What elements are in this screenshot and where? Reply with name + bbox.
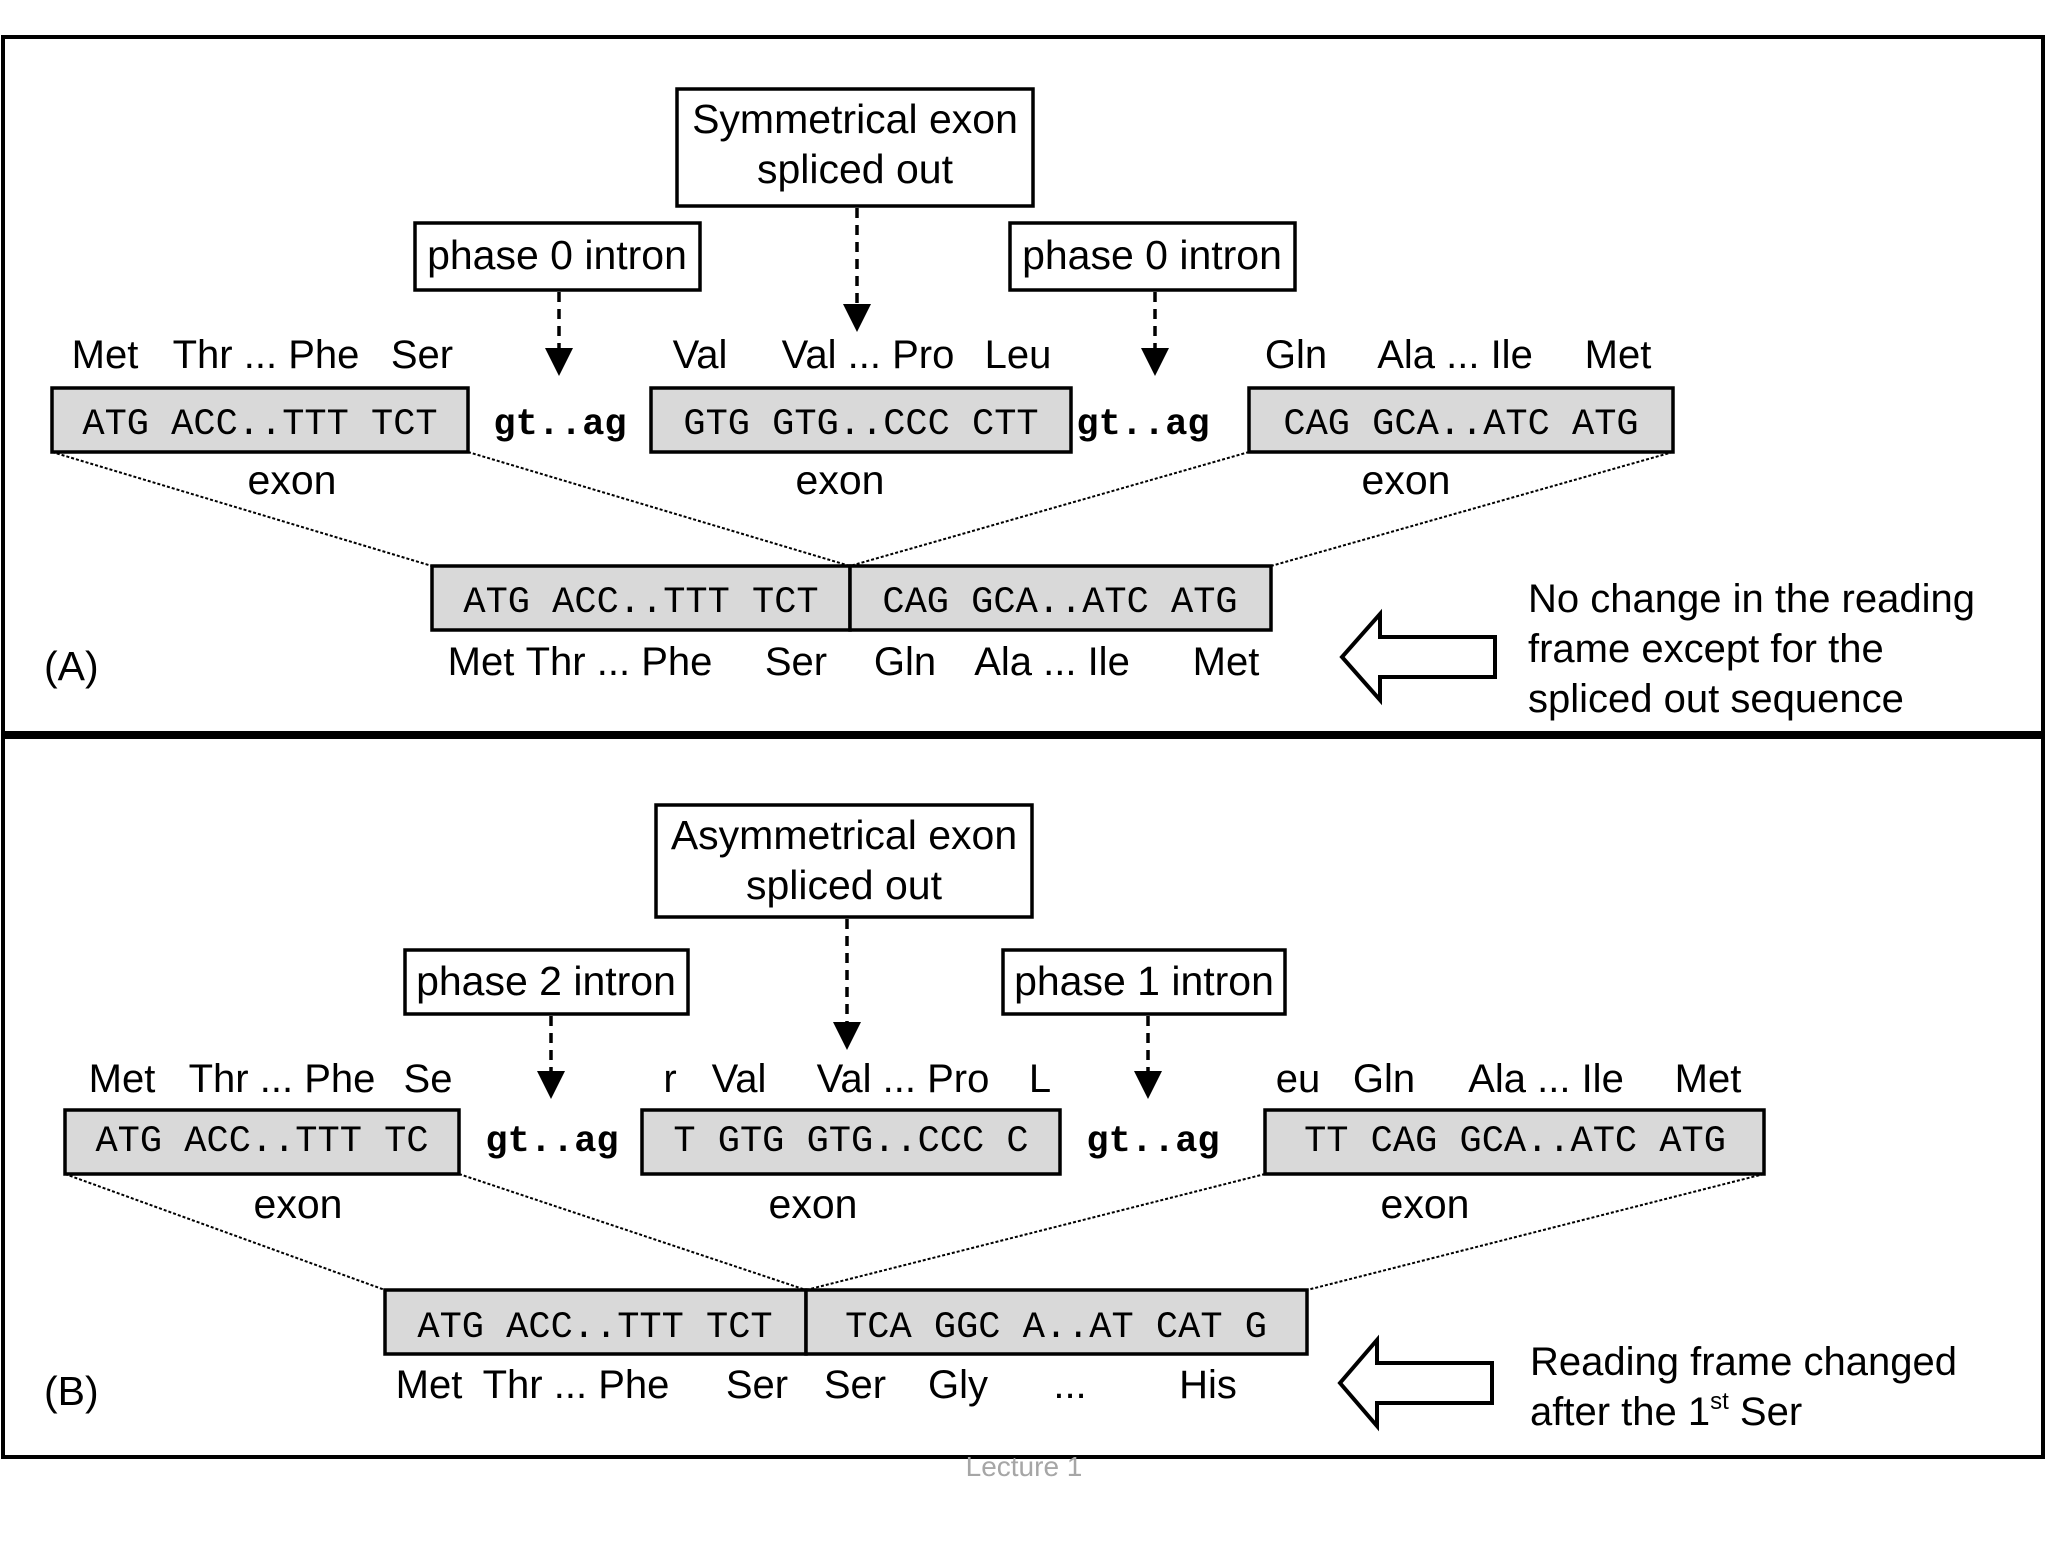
panel-a-intron-seq-1: gt..ag <box>493 404 626 446</box>
panel-a-result-seq-1: ATG ACC..TTT TCT <box>463 582 818 624</box>
panel-b-exon3-box <box>1263 1108 1766 1176</box>
panel-b-exon3-aa-4: Met <box>1675 1057 1742 1101</box>
panel-b-note-line1: Reading frame changed <box>1530 1340 1957 1384</box>
panel-b-exon1-aa-1: Met <box>89 1057 156 1101</box>
panel-a-exon3-aa-2: Ala ... Ile <box>1377 333 1533 377</box>
panel-b-result-aa-7: His <box>1179 1363 1237 1407</box>
panel-b-intron-left-box <box>403 948 690 1016</box>
panel-a-note-line1: No change in the reading <box>1528 577 1975 621</box>
footer-label: Lecture 1 <box>966 1451 1083 1482</box>
panel-b-exon3-aa-1: eu <box>1276 1057 1321 1101</box>
panel-b-exon2-box <box>640 1108 1062 1176</box>
panel-a-intron-left-box <box>413 221 702 292</box>
panel-b-splice-box-line2: spliced out <box>746 862 943 908</box>
panel-b-intron-right-label: phase 1 intron <box>1014 958 1274 1004</box>
panel-b-exon3-seq: TT CAG GCA..ATC ATG <box>1304 1121 1726 1163</box>
panel-a-exon1-aa-2: Thr ... Phe <box>173 333 360 377</box>
panel-b-splice-box <box>654 803 1034 919</box>
panel-a-result-seq-2: CAG GCA..ATC ATG <box>882 582 1237 624</box>
panel-a-label: (A) <box>44 643 99 689</box>
panel-b-result-aa-2: Thr ... Phe <box>483 1363 670 1407</box>
panel-a-exon2-aa-1: Val <box>673 333 728 377</box>
panel-b-result-seq-2: TCA GGC A..AT CAT G <box>845 1307 1267 1349</box>
panel-a-intron-right-box <box>1008 221 1297 292</box>
panel-b-result-box-2 <box>804 1288 1309 1356</box>
panel-a-exon3-seq: CAG GCA..ATC ATG <box>1283 404 1638 446</box>
panel-b-note-sup: st <box>1710 1388 1729 1415</box>
panel-b-exon2-aa-1: r <box>663 1057 676 1101</box>
panel-b-result-aa-4: Ser <box>824 1363 886 1407</box>
panel-a-result-aa-5: Ala ... Ile <box>974 640 1130 684</box>
panel-b-exon2-seq: T GTG GTG..CCC C <box>673 1121 1028 1163</box>
panel-b-exon1-label: exon <box>254 1181 343 1227</box>
panel-b-result-seq-1: ATG ACC..TTT TCT <box>417 1307 772 1349</box>
panel-b-note-line2-post: Ser <box>1729 1390 1802 1434</box>
panel-a-exon2-seq: GTG GTG..CCC CTT <box>683 404 1038 446</box>
panel-a-splice-box-line2: spliced out <box>757 146 954 192</box>
panel-a-splice-box <box>675 87 1035 208</box>
panel-b-intron-seq-2: gt..ag <box>1086 1121 1219 1163</box>
panel-a-result-box-2 <box>848 564 1273 632</box>
panel-a-note-line3: spliced out sequence <box>1528 677 1904 721</box>
panel-a-result-aa-6: Met <box>1193 640 1260 684</box>
panel-b-result-aa-3: Ser <box>726 1363 788 1407</box>
panel-b-result-aa-1: Met <box>396 1363 463 1407</box>
panel-b-exon3-label: exon <box>1381 1181 1470 1227</box>
panel-b-hollow-arrow <box>1337 1334 1494 1432</box>
panel-a-intron-seq-2: gt..ag <box>1076 404 1209 446</box>
panel-a-exon1-box <box>50 386 470 454</box>
panel-a-exon2-label: exon <box>796 457 885 503</box>
panel-a-exon1-aa-3: Ser <box>391 333 453 377</box>
panel-a-exon3-label: exon <box>1362 457 1451 503</box>
panel-b-result-box-1 <box>383 1288 808 1356</box>
panel-a-exon1-label: exon <box>248 457 337 503</box>
panel-a-result-aa-3: Ser <box>765 640 827 684</box>
panel-b-note-line2: after the 1st Ser <box>1530 1388 1802 1434</box>
panel-b-result-aa-6: ... <box>1053 1363 1086 1407</box>
panel-a-note-line2: frame except for the <box>1528 627 1884 671</box>
panel-b-exon3-aa-3: Ala ... Ile <box>1468 1057 1624 1101</box>
panel-a-splice-box-line1: Symmetrical exon <box>692 96 1018 142</box>
panel-b-splice-box-line1: Asymmetrical exon <box>671 812 1017 858</box>
panel-a-intron-right-label: phase 0 intron <box>1022 232 1282 278</box>
panel-b-connectors <box>64 1173 1765 1291</box>
panel-a-connectors <box>51 451 1674 567</box>
panel-a-exon3-box <box>1247 386 1675 454</box>
panel-b-note-line2-pre: after the 1 <box>1530 1390 1710 1434</box>
panel-b-exon2-label: exon <box>769 1181 858 1227</box>
panel-a-result-box-1 <box>430 564 852 632</box>
panel-b-exon1-box <box>63 1108 461 1176</box>
panel-b-exon2-aa-2: Val <box>712 1057 767 1101</box>
panel-b-exon2-aa-4: L <box>1029 1057 1051 1101</box>
panel-a-result-aa-4: Gln <box>874 640 936 684</box>
panel-b-exon2-aa-3: Val ... Pro <box>817 1057 990 1101</box>
panel-b-intron-seq-1: gt..ag <box>485 1121 618 1163</box>
panel-a-exon2-aa-2: Val ... Pro <box>782 333 955 377</box>
panel-b-exon1-aa-3: Se <box>404 1057 453 1101</box>
panel-a-exon2-box <box>649 386 1073 454</box>
panel-b-frame <box>1 735 2045 1459</box>
panel-a-intron-left-label: phase 0 intron <box>427 232 687 278</box>
panel-a-exon3-aa-3: Met <box>1585 333 1652 377</box>
panel-a-result-aa-2: Thr ... Phe <box>526 640 713 684</box>
panel-b-label: (B) <box>44 1368 99 1414</box>
panel-b-intron-left-label: phase 2 intron <box>416 958 676 1004</box>
panel-a-frame <box>1 35 2045 735</box>
panel-b-exon1-aa-2: Thr ... Phe <box>189 1057 376 1101</box>
panel-b-result-aa-5: Gly <box>928 1363 988 1407</box>
panel-b-intron-right-box <box>1001 948 1287 1016</box>
panel-a-exon1-aa-1: Met <box>72 333 139 377</box>
panel-a-exon3-aa-1: Gln <box>1265 333 1327 377</box>
panel-b-exon3-aa-2: Gln <box>1353 1057 1415 1101</box>
panel-b-exon1-seq: ATG ACC..TTT TC <box>95 1121 428 1163</box>
panel-a-result-aa-1: Met <box>448 640 515 684</box>
panel-a-hollow-arrow <box>1339 608 1497 706</box>
panel-a-exon1-seq: ATG ACC..TTT TCT <box>82 404 437 446</box>
panel-a-exon2-aa-3: Leu <box>985 333 1052 377</box>
